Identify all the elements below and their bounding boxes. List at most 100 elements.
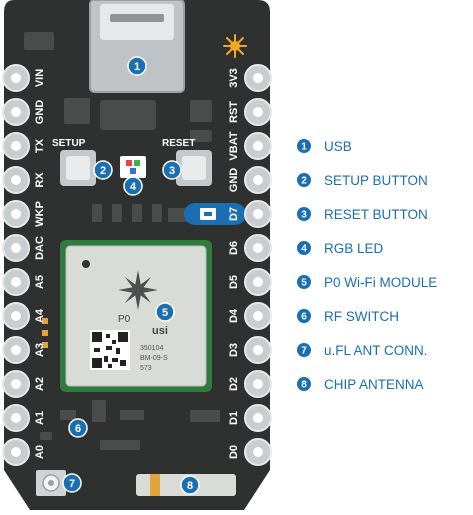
pin-label-right: D2 bbox=[228, 377, 240, 391]
pin-label-left: TX bbox=[34, 138, 46, 153]
legend-item-8: 8 CHIP ANTENNA bbox=[297, 377, 424, 392]
legend-label: RF SWITCH bbox=[324, 309, 399, 324]
legend-number: 4 bbox=[301, 244, 307, 255]
rf-switch-pads bbox=[42, 318, 48, 348]
legend-item-3: 3 RESET BUTTON bbox=[297, 207, 428, 222]
pin-label-right: D6 bbox=[228, 241, 240, 255]
legend-number: 3 bbox=[301, 210, 307, 221]
legend-item-5: 5 P0 Wi-Fi MODULE bbox=[297, 275, 437, 290]
status-led-icon bbox=[223, 34, 247, 58]
marker-number: 3 bbox=[169, 165, 175, 177]
pin-label-right: D1 bbox=[228, 411, 240, 425]
pin-wkp-left: WKP bbox=[2, 200, 46, 228]
pin-label-left: VIN bbox=[34, 69, 46, 87]
pin-label-left: A1 bbox=[34, 411, 46, 425]
ufl-connector bbox=[36, 470, 66, 496]
legend-number: 2 bbox=[301, 176, 307, 187]
marker-number: 5 bbox=[162, 307, 168, 319]
chip-line-2: BM-09-S bbox=[140, 355, 168, 362]
rgb-led bbox=[120, 156, 146, 178]
usb-connector bbox=[89, 0, 185, 93]
pin-a4-left: A4 bbox=[2, 302, 46, 330]
legend-number: 5 bbox=[301, 278, 307, 289]
setup-label: SETUP bbox=[52, 138, 86, 149]
pin-label-left: A2 bbox=[34, 377, 46, 391]
legend-label: RGB LED bbox=[324, 241, 384, 256]
legend-number: 6 bbox=[301, 312, 307, 323]
marker-1: 1 bbox=[127, 56, 147, 76]
pin-label-right: D7 bbox=[228, 207, 240, 221]
pin-gnd-right: GND bbox=[228, 166, 272, 194]
pin-label-left: DAC bbox=[34, 236, 46, 260]
legend-label: P0 Wi-Fi MODULE bbox=[324, 275, 437, 290]
marker-8: 8 bbox=[180, 475, 200, 495]
pin-d5-right: D5 bbox=[228, 268, 272, 296]
particle-logo-icon bbox=[118, 270, 158, 310]
d7-led bbox=[184, 203, 246, 225]
pin-d2-right: D2 bbox=[228, 370, 272, 398]
pin-label-right: D5 bbox=[228, 275, 240, 289]
pin-label-right: GND bbox=[228, 168, 240, 193]
reset-label: RESET bbox=[162, 138, 195, 149]
marker-number: 7 bbox=[69, 478, 75, 490]
legend-number: 7 bbox=[301, 346, 307, 357]
marker-7: 7 bbox=[62, 473, 82, 493]
pin-label-left: A0 bbox=[34, 445, 46, 459]
marker-5: 5 bbox=[155, 302, 175, 322]
pin-a2-left: A2 bbox=[2, 370, 46, 398]
legend-item-7: 7 u.FL ANT CONN. bbox=[297, 343, 428, 358]
legend-item-4: 4 RGB LED bbox=[297, 241, 384, 256]
legend-label: RESET BUTTON bbox=[324, 207, 428, 222]
pin-a1-left: A1 bbox=[2, 404, 46, 432]
pin-d0-right: D0 bbox=[228, 438, 272, 466]
pin-label-left: A5 bbox=[34, 275, 46, 289]
legend-label: u.FL ANT CONN. bbox=[324, 343, 428, 358]
legend-number: 8 bbox=[301, 380, 307, 391]
pin-d4-right: D4 bbox=[228, 302, 272, 330]
legend-label: USB bbox=[324, 139, 352, 154]
smd-components bbox=[24, 32, 220, 450]
legend-item-1: 1 USB bbox=[297, 139, 352, 154]
pin-label-right: VBAT bbox=[228, 131, 240, 160]
pin-label-right: D3 bbox=[228, 343, 240, 357]
marker-4: 4 bbox=[123, 176, 143, 196]
legend-label: CHIP ANTENNA bbox=[324, 377, 424, 392]
wifi-module: P0 usi 350104 BM-09-S 573 bbox=[60, 240, 212, 392]
pin-label-left: WKP bbox=[34, 201, 46, 227]
legend-number: 1 bbox=[301, 142, 307, 153]
pin-a0-left: A0 bbox=[2, 438, 46, 466]
marker-number: 4 bbox=[130, 181, 137, 193]
pin-gnd-left: GND bbox=[2, 98, 46, 126]
marker-2: 2 bbox=[93, 160, 113, 180]
pin-label-right: 3V3 bbox=[228, 68, 240, 88]
reset-button-graphic[interactable] bbox=[176, 150, 212, 186]
marker-number: 1 bbox=[134, 61, 140, 73]
pin-d1-right: D1 bbox=[228, 404, 272, 432]
chip-line-1: 350104 bbox=[140, 345, 163, 352]
pin-label-left: A3 bbox=[34, 343, 46, 357]
pin-vbat-right: VBAT bbox=[228, 131, 272, 161]
pin-label-left: A4 bbox=[34, 308, 46, 323]
pin-d3-right: D3 bbox=[228, 336, 272, 364]
pin-label-right: RST bbox=[228, 101, 240, 123]
setup-button-graphic[interactable] bbox=[60, 150, 96, 186]
pin-a3-left: A3 bbox=[2, 336, 46, 364]
marker-number: 2 bbox=[100, 165, 106, 177]
chip-logo: usi bbox=[152, 325, 168, 337]
pin-tx-left: TX bbox=[2, 132, 46, 160]
pin-dac-left: DAC bbox=[2, 234, 46, 262]
pin-d6-right: D6 bbox=[228, 234, 272, 262]
pin-vin-left: VIN bbox=[2, 64, 46, 92]
module-label: P0 bbox=[118, 314, 131, 325]
pin-rst-right: RST bbox=[228, 98, 272, 126]
pin-3v3-right: 3V3 bbox=[228, 64, 272, 92]
pin-d7-right: D7 bbox=[228, 200, 272, 228]
pin-label-right: D4 bbox=[228, 308, 240, 323]
